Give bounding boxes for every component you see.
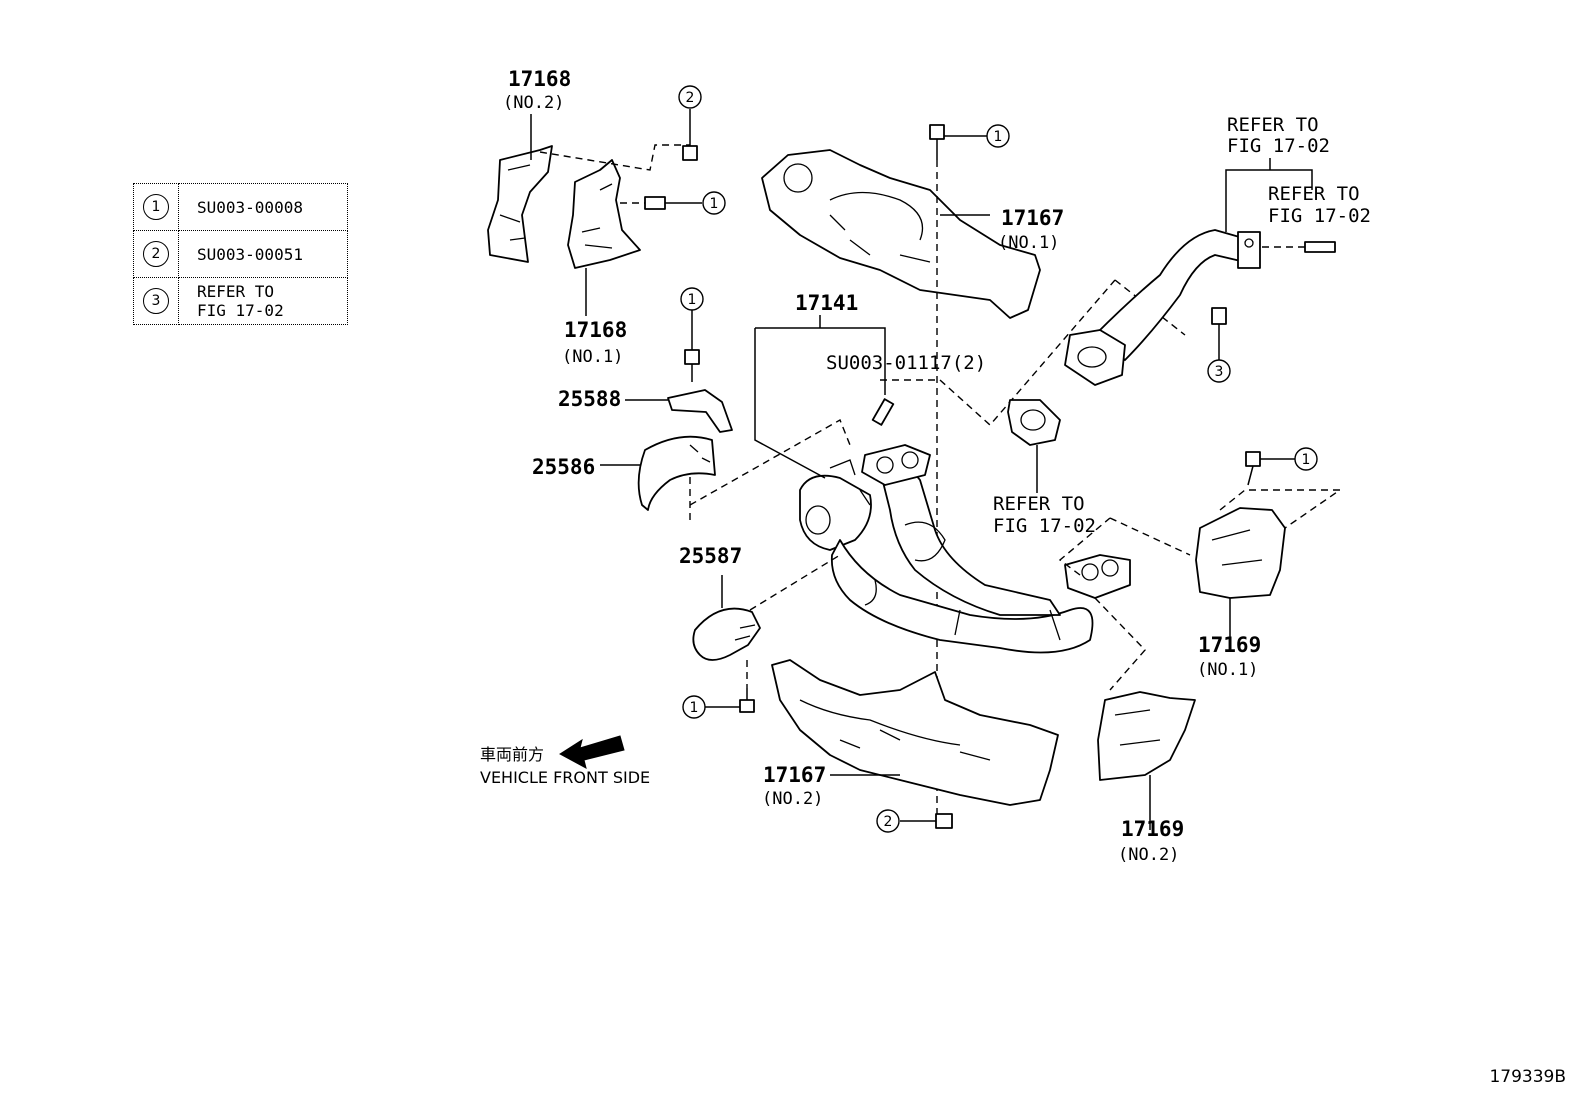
legend-reference: REFER TO FIG 17-02 bbox=[178, 277, 348, 325]
svg-text:1: 1 bbox=[688, 292, 697, 308]
part-number-17167: 17167 bbox=[1001, 206, 1064, 230]
callout-2: 2 bbox=[678, 85, 702, 109]
bolt-icon bbox=[739, 688, 755, 713]
assembly-dashed-line bbox=[1094, 597, 1146, 691]
legend-part-number: SU003-00051 bbox=[178, 230, 348, 278]
part-sub-label: (NO.1) bbox=[998, 233, 1059, 253]
assembly-dashed-line bbox=[880, 279, 1116, 426]
callout-1: 1 bbox=[682, 695, 706, 719]
part-number-25588: 25588 bbox=[558, 387, 621, 411]
clip-nut-icon bbox=[682, 145, 698, 161]
svg-text:1: 1 bbox=[690, 700, 699, 716]
bolt-icon bbox=[644, 196, 690, 210]
nut-icon bbox=[1211, 307, 1227, 325]
nut-icon bbox=[935, 813, 953, 829]
refer-to-label: REFER TO bbox=[1268, 183, 1360, 205]
svg-text:1: 1 bbox=[994, 129, 1003, 145]
callout-circle: 3 bbox=[143, 288, 169, 314]
legend-reference-line2: FIG 17-02 bbox=[197, 301, 284, 320]
refer-to-label: REFER TO bbox=[1227, 114, 1319, 136]
stud-part-number: SU003-01117(2) bbox=[826, 352, 986, 374]
assembly-dashed-line bbox=[1114, 279, 1186, 336]
exhaust-manifold-17141 bbox=[799, 444, 1131, 654]
part-number-17169: 17169 bbox=[1198, 633, 1261, 657]
heat-insulator-17167-no1 bbox=[761, 149, 1041, 319]
svg-text:1: 1 bbox=[1302, 452, 1311, 468]
stud-bolt-icon bbox=[871, 398, 895, 426]
bolt-icon bbox=[1245, 451, 1261, 486]
callout-circle: 1 bbox=[143, 194, 169, 220]
part-number-17141: 17141 bbox=[795, 291, 858, 315]
part-sub-label: (NO.2) bbox=[762, 789, 823, 809]
legend-reference-line1: REFER TO bbox=[197, 282, 275, 301]
heat-insulator-25587 bbox=[692, 607, 761, 661]
figure-id: 179339B bbox=[1489, 1067, 1566, 1087]
svg-text:2: 2 bbox=[686, 90, 695, 106]
bolt-icon bbox=[684, 349, 700, 382]
leader-line bbox=[1225, 169, 1313, 232]
assembly-dashed-line bbox=[1219, 489, 1343, 529]
part-number-25586: 25586 bbox=[532, 455, 595, 479]
refer-to-label: REFER TO bbox=[993, 493, 1085, 515]
part-number-17168: 17168 bbox=[564, 318, 627, 342]
front-direction-arrow-icon bbox=[559, 735, 625, 769]
leader-line bbox=[755, 327, 886, 395]
legend-part-number: SU003-00008 bbox=[178, 183, 348, 231]
part-sub-label: (NO.1) bbox=[562, 347, 623, 367]
heat-insulator-17167-no2 bbox=[771, 659, 1059, 806]
legend-row: 1 SU003-00008 bbox=[133, 183, 348, 231]
leader-line bbox=[754, 328, 826, 479]
refer-to-figure: FIG 17-02 bbox=[1268, 205, 1371, 227]
heat-insulator-17169-no2 bbox=[1097, 691, 1196, 781]
stud-bolt-icon bbox=[1304, 241, 1336, 253]
part-sub-label: (NO.1) bbox=[1197, 660, 1258, 680]
assembly-dashed-line bbox=[749, 554, 841, 611]
bracket-25588 bbox=[667, 389, 733, 433]
refer-to-figure: FIG 17-02 bbox=[1227, 135, 1330, 157]
refer-to-figure: FIG 17-02 bbox=[993, 515, 1096, 537]
callout-1: 1 bbox=[986, 124, 1010, 148]
assembly-dashed-line bbox=[689, 418, 851, 506]
callout-circle: 2 bbox=[143, 241, 169, 267]
callout-1: 1 bbox=[680, 287, 704, 311]
svg-text:3: 3 bbox=[1215, 364, 1224, 380]
part-number-25587: 25587 bbox=[679, 544, 742, 568]
callout-2: 2 bbox=[876, 809, 900, 833]
legend-row: 3 REFER TO FIG 17-02 bbox=[133, 277, 348, 325]
svg-text:1: 1 bbox=[710, 196, 719, 212]
bolt-icon bbox=[929, 124, 945, 160]
part-number-17168: 17168 bbox=[508, 67, 571, 91]
part-number-17169: 17169 bbox=[1121, 817, 1184, 841]
heat-insulator-17169-no1 bbox=[1195, 507, 1286, 599]
part-sub-label: (NO.2) bbox=[503, 93, 564, 113]
legend-callout-cell: 3 bbox=[133, 277, 179, 325]
legend-row: 2 SU003-00051 bbox=[133, 230, 348, 278]
callout-1: 1 bbox=[702, 191, 726, 215]
callout-3: 3 bbox=[1207, 359, 1231, 383]
gasket-reference bbox=[1007, 399, 1061, 446]
callout-1: 1 bbox=[1294, 447, 1318, 471]
heat-insulator-17168-no2 bbox=[487, 145, 553, 263]
vehicle-front-label-jp: 車両前方 bbox=[480, 745, 544, 764]
front-exhaust-pipe-reference bbox=[1064, 229, 1261, 386]
fastener-legend-table: 1 SU003-00008 2 SU003-00051 3 REFER TO F… bbox=[133, 183, 348, 325]
heat-insulator-17168-no1 bbox=[567, 159, 641, 269]
part-number-17167: 17167 bbox=[763, 763, 826, 787]
vehicle-front-label-en: VEHICLE FRONT SIDE bbox=[480, 768, 650, 787]
assembly-dashed-line bbox=[1109, 517, 1191, 556]
part-sub-label: (NO.2) bbox=[1118, 845, 1179, 865]
svg-text:2: 2 bbox=[884, 814, 893, 830]
assembly-dashed-line bbox=[1058, 517, 1111, 576]
heat-insulator-25586 bbox=[637, 435, 716, 511]
assembly-dashed-line bbox=[539, 144, 690, 171]
